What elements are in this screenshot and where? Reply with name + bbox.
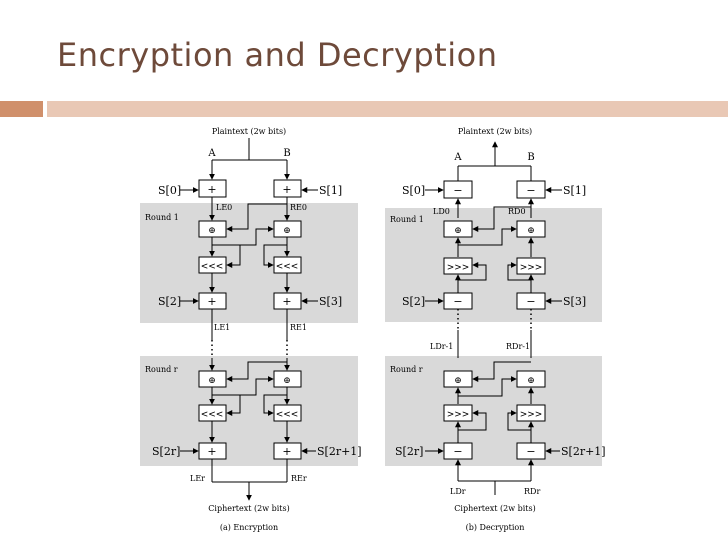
enc-re1-label: RE1 — [290, 323, 307, 332]
dec-s0-label: S[0] — [402, 184, 425, 197]
dec-xor-symbol: ⊕ — [527, 226, 535, 236]
dec-sub-box — [516, 180, 546, 199]
dec-sub-box — [516, 442, 546, 460]
enc-add-symbol: + — [207, 183, 216, 196]
enc-add-symbol: + — [207, 445, 216, 458]
dec-xor-symbol: ⊕ — [454, 376, 462, 386]
dec-xor-box — [443, 370, 473, 388]
dec-xor-box — [516, 370, 546, 388]
enc-input-a-label: A — [207, 148, 216, 159]
dec-rd0-label: RD0 — [508, 207, 526, 216]
enc-add-symbol: + — [282, 295, 291, 308]
enc-s3-label: S[3] — [319, 295, 342, 308]
enc-le0-label: LE0 — [216, 203, 232, 212]
enc-rer-label: REr — [291, 474, 307, 483]
dec-rotate-box — [443, 404, 473, 422]
dec-sub-symbol: − — [526, 295, 535, 308]
dec-output-b-label: B — [527, 152, 534, 163]
enc-s2-label: S[2] — [158, 295, 181, 308]
dec-rotate-symbol: >>> — [447, 410, 470, 420]
slide-title: Encryption and Decryption — [57, 36, 498, 74]
dec-s2-label: S[2] — [402, 295, 425, 308]
enc-s2r-label: S[2r] — [152, 445, 180, 458]
dec-output-a-label: A — [453, 152, 462, 163]
dec-sub-box — [443, 442, 473, 460]
enc-plaintext-label: Plaintext (2w bits) — [212, 127, 286, 136]
enc-ler-label: LEr — [190, 474, 205, 483]
accent-square — [0, 101, 43, 117]
enc-xor-symbol: ⊕ — [283, 376, 291, 386]
dec-s3-label: S[3] — [563, 295, 586, 308]
dec-s2r-label: S[2r] — [395, 445, 423, 458]
enc-rotate-symbol: <<< — [276, 410, 299, 420]
enc-rotate-symbol: <<< — [276, 262, 299, 272]
enc-re0-label: RE0 — [290, 203, 307, 212]
enc-rotate-symbol: <<< — [201, 262, 224, 272]
dec-rdr1-label: RDr-1 — [506, 342, 530, 351]
dec-rotate-symbol: >>> — [520, 410, 543, 420]
dec-xor-symbol: ⊕ — [527, 376, 535, 386]
dec-s2r1-label: S[2r+1] — [561, 445, 606, 458]
dec-s1-label: S[1] — [563, 184, 586, 197]
dec-sub-box — [443, 180, 473, 199]
enc-roundr-band — [140, 356, 358, 466]
dec-sub-symbol: − — [453, 295, 462, 308]
enc-round1-label: Round 1 — [145, 213, 179, 222]
dec-sub-symbol: − — [526, 445, 535, 458]
enc-le1-label: LE1 — [214, 323, 230, 332]
enc-s0-label: S[0] — [158, 184, 181, 197]
dec-xor-box — [516, 220, 546, 238]
dec-xor-box — [443, 220, 473, 238]
enc-add-symbol: + — [207, 295, 216, 308]
enc-roundr-label: Round r — [145, 365, 178, 374]
accent-bar — [47, 101, 728, 117]
dec-rdr-label: RDr — [524, 487, 540, 496]
enc-s1-label: S[1] — [319, 184, 342, 197]
enc-caption: (a) Encryption — [220, 523, 278, 532]
dec-rotate-symbol: >>> — [520, 263, 543, 273]
enc-rotate-symbol: <<< — [201, 410, 224, 420]
dec-rotate-box — [516, 404, 546, 422]
dec-roundr-label: Round r — [390, 365, 423, 374]
enc-input-b-label: B — [283, 148, 290, 159]
dec-sub-symbol: − — [526, 184, 535, 197]
dec-rotate-box — [443, 257, 473, 275]
enc-xor-symbol: ⊕ — [208, 376, 216, 386]
encryption-diagram: Plaintext (2w bits) A B S[0] + + S[1] LE… — [140, 127, 362, 532]
enc-s2r1-label: S[2r+1] — [317, 445, 362, 458]
dec-round1-label: Round 1 — [390, 215, 424, 224]
dec-xor-symbol: ⊕ — [454, 226, 462, 236]
decryption-diagram: Plaintext (2w bits) A B S[0] − − S[1] LD… — [385, 127, 606, 532]
dec-ldr1-label: LDr-1 — [430, 342, 453, 351]
dec-caption: (b) Decryption — [466, 523, 525, 532]
dec-ldr-label: LDr — [450, 487, 466, 496]
enc-xor-symbol: ⊕ — [283, 226, 291, 236]
dec-sub-symbol: − — [453, 184, 462, 197]
dec-ld0-label: LD0 — [433, 207, 450, 216]
dec-ciphertext-label: Ciphertext (2w bits) — [454, 504, 535, 513]
enc-add-symbol: + — [282, 445, 291, 458]
dec-sub-symbol: − — [453, 445, 462, 458]
dec-plaintext-label: Plaintext (2w bits) — [458, 127, 532, 136]
enc-xor-symbol: ⊕ — [208, 226, 216, 236]
enc-round1-band — [140, 203, 358, 323]
dec-rotate-box — [516, 257, 546, 275]
enc-ciphertext-label: Ciphertext (2w bits) — [208, 504, 289, 513]
dec-rotate-symbol: >>> — [447, 263, 470, 273]
enc-add-symbol: + — [282, 183, 291, 196]
